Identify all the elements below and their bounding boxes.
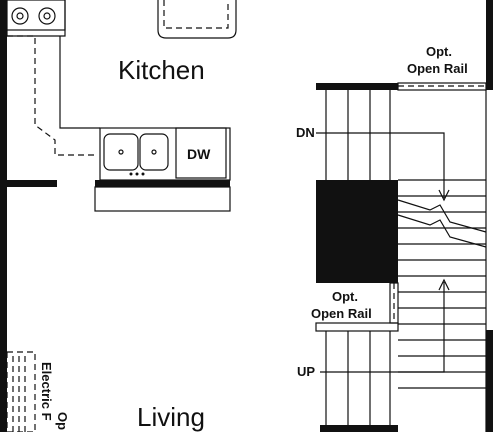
stair-up-arrow: UP	[297, 278, 450, 379]
fireplace-note-line2: Electric F	[39, 362, 54, 421]
stair-down-flight	[325, 90, 391, 180]
dishwasher: DW	[175, 127, 227, 179]
optional-fireplace: Op Electric F	[6, 351, 70, 432]
stair-treads-right	[397, 90, 487, 432]
stair-mid-rail	[389, 282, 399, 324]
kitchen-island	[157, 0, 237, 39]
stair-core	[316, 180, 398, 283]
open-rail-note-top-line2: Open Rail	[407, 61, 468, 76]
breakfast-bar	[94, 186, 231, 212]
stair-top-wall	[316, 82, 487, 91]
left-exterior-wall	[0, 0, 7, 432]
stair-up-flight	[315, 322, 399, 432]
dishwasher-label: DW	[187, 146, 211, 162]
open-rail-note-mid-line1: Opt.	[332, 289, 358, 304]
open-rail-note-top-line1: Opt.	[426, 44, 452, 59]
fireplace-note-line1: Op	[55, 412, 70, 430]
kitchen-living-wall	[7, 180, 230, 187]
open-rail-note-mid-line2: Open Rail	[311, 306, 372, 321]
room-label-living: Living	[137, 402, 205, 432]
range-cooktop	[6, 0, 66, 31]
stair-up-label: UP	[297, 364, 315, 379]
stair-down-label: DN	[296, 125, 315, 140]
room-label-kitchen: Kitchen	[118, 55, 205, 85]
right-exterior-wall	[486, 0, 493, 432]
kitchen-sink	[99, 127, 231, 181]
stair-down-arrow: DN	[296, 125, 450, 202]
kitchen-counter-left	[6, 0, 100, 156]
